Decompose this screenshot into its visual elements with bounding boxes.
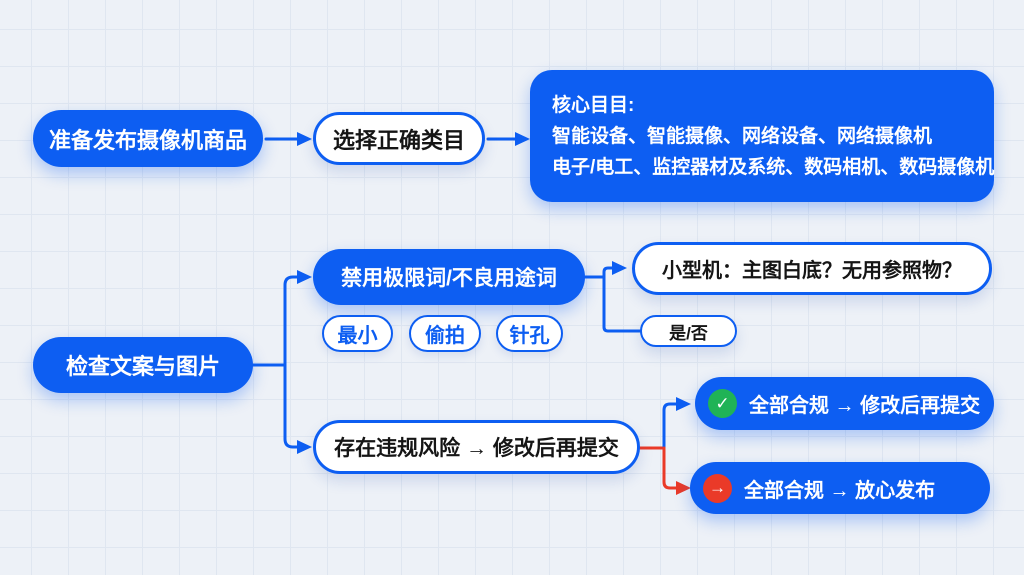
arrow-right-icon: → [703, 473, 732, 503]
branch-risk-outcomes [638, 397, 691, 495]
arrow-choose-to-categories [486, 132, 530, 146]
tag-min: 最小 [322, 315, 393, 352]
node-prepare-publish: 准备发布摄像机商品 [33, 110, 263, 167]
node-check-content: 检查文案与图片 [33, 337, 253, 393]
node-core-categories: 核心目目: 智能设备、智能摄像、网络设备、网络摄像机 电子/电工、监控器材及系统… [530, 70, 994, 202]
core-categories-title: 核心目目: [552, 94, 635, 116]
node-choose-category: 选择正确类目 [313, 112, 485, 165]
core-categories-line2: 电子/电工、监控器材及系统、数码相机、数码摄像机 [552, 156, 995, 178]
tag-pinhole: 针孔 [496, 315, 563, 352]
tag-sneak-shot: 偷拍 [409, 315, 481, 352]
node-outcome-publish: → 全部合规 → 放心发布 [690, 462, 990, 514]
node-forbidden-words: 禁用极限词/不良用途词 [313, 249, 585, 305]
node-risk-resubmit: 存在违规风险 → 修改后再提交 [313, 420, 640, 474]
node-small-camera-question: 小型机：主图白底？无用参照物？ [632, 242, 992, 295]
core-categories-line1: 智能设备、智能摄像、网络设备、网络摄像机 [552, 125, 933, 147]
check-icon: ✓ [708, 389, 737, 418]
outcome-publish-label: 全部合规 → 放心发布 [744, 479, 936, 502]
node-yes-no: 是/否 [640, 315, 737, 347]
outcome-resubmit-label: 全部合规 → 修改后再提交 [749, 395, 981, 417]
node-outcome-resubmit: ✓ 全部合规 → 修改后再提交 [695, 377, 994, 430]
branch-check-content [251, 270, 312, 454]
arrow-prepare-to-choose [264, 132, 312, 146]
